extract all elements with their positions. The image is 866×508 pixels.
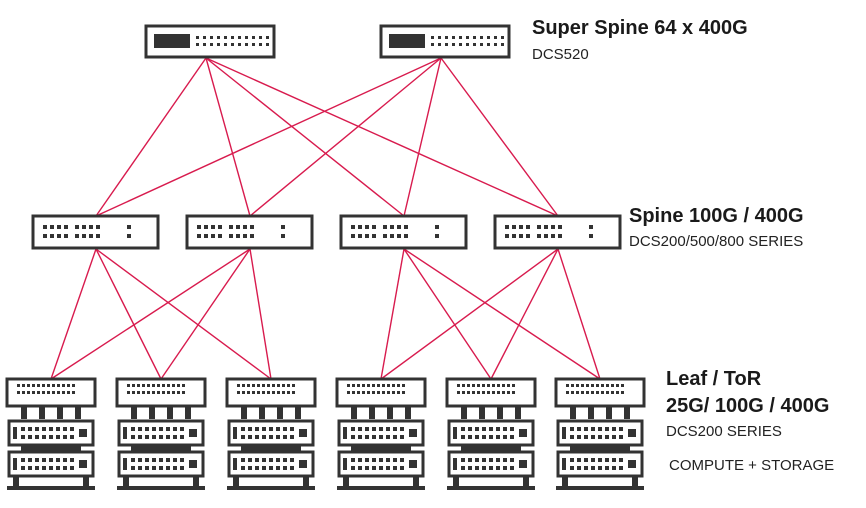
link-super-spine-2-spine-1 <box>95 57 442 217</box>
leaf-model: DCS200 SERIES <box>666 423 782 440</box>
super-spine-title: Super Spine 64 x 400G <box>532 17 748 39</box>
link-spine-3-rack-5 <box>403 248 492 380</box>
spine-switch-1 <box>31 214 160 250</box>
link-super-spine-2-spine-3 <box>403 57 442 217</box>
super-spine-model: DCS520 <box>532 46 589 63</box>
link-super-spine-2-spine-2 <box>249 57 442 217</box>
link-spine-4-rack-6 <box>557 248 601 380</box>
link-spine-4-rack-5 <box>490 248 559 380</box>
link-spine-3-rack-6 <box>403 248 601 380</box>
link-spine-4-rack-4 <box>380 248 559 380</box>
link-spine-3-rack-4 <box>380 248 405 380</box>
leaf-title-line2: 25G/ 100G / 400G <box>666 395 830 417</box>
links-layer <box>50 57 601 380</box>
leaf-rack-6 <box>554 377 646 490</box>
leaf-rack-3 <box>225 377 317 490</box>
link-spine-1-rack-1 <box>50 248 97 380</box>
spine-switch-4 <box>493 214 622 250</box>
super-spine-switch-2 <box>379 24 511 59</box>
leaf-rack-2 <box>115 377 207 490</box>
link-super-spine-1-spine-1 <box>95 57 207 217</box>
leaf-title-line1: Leaf / ToR <box>666 368 762 390</box>
leaf-rack-5 <box>445 377 537 490</box>
devices-layer <box>5 24 646 490</box>
spine-model: DCS200/500/800 SERIES <box>629 233 804 250</box>
leaf-note: COMPUTE + STORAGE <box>669 457 835 474</box>
super-spine-switch-1 <box>144 24 276 59</box>
link-super-spine-1-spine-4 <box>205 57 559 217</box>
link-spine-2-rack-3 <box>249 248 272 380</box>
link-spine-1-rack-3 <box>95 248 272 380</box>
spine-title: Spine 100G / 400G <box>629 205 804 227</box>
leaf-rack-1 <box>5 377 97 490</box>
spine-switch-3 <box>339 214 468 250</box>
link-super-spine-1-spine-2 <box>205 57 251 217</box>
link-spine-1-rack-2 <box>95 248 162 380</box>
link-spine-2-rack-1 <box>50 248 251 380</box>
link-super-spine-1-spine-3 <box>205 57 405 217</box>
link-super-spine-2-spine-4 <box>440 57 559 217</box>
link-spine-2-rack-2 <box>160 248 251 380</box>
spine-switch-2 <box>185 214 314 250</box>
leaf-rack-4 <box>335 377 427 490</box>
